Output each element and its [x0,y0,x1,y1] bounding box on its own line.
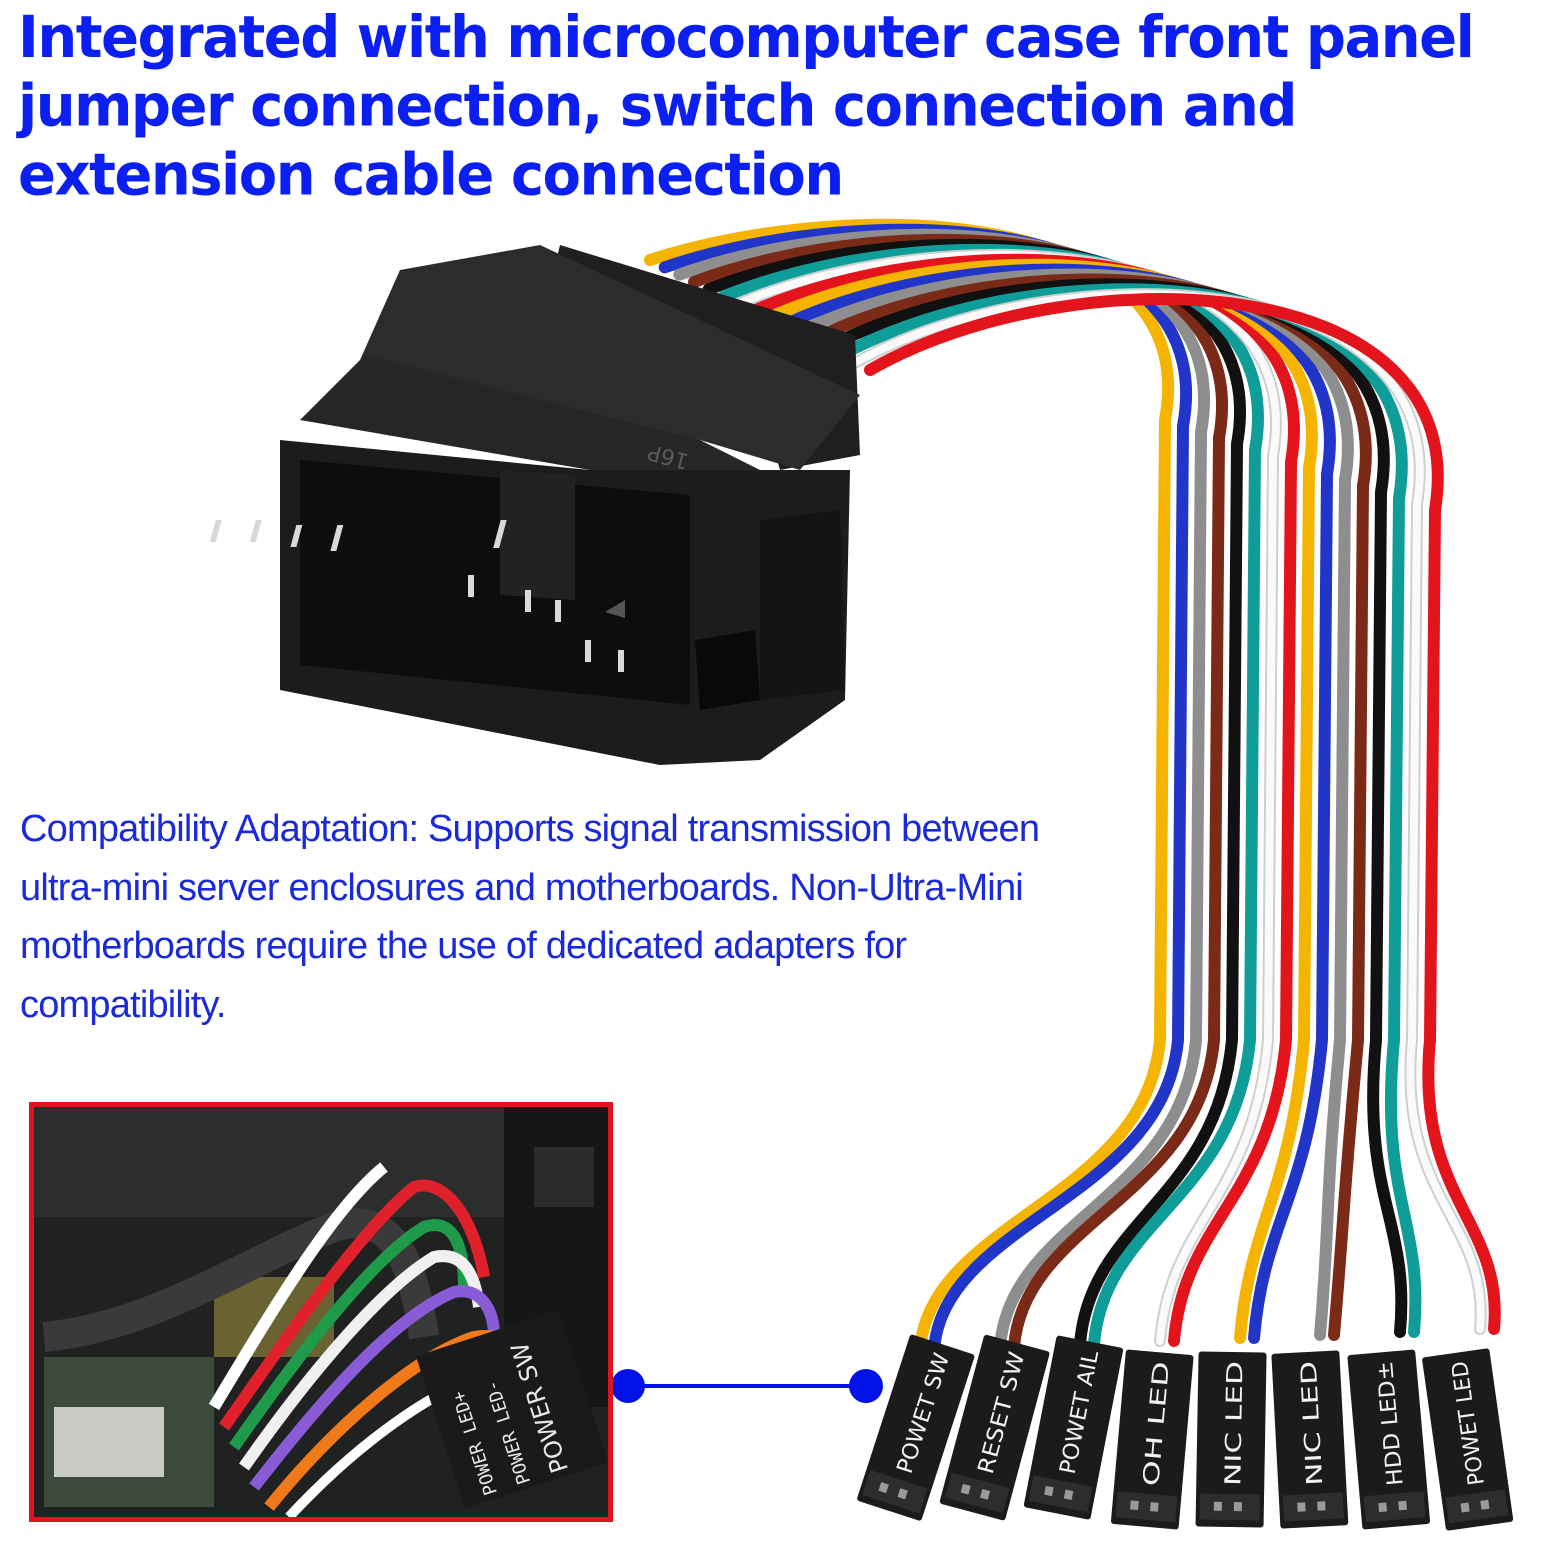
plug-pin-hole [1317,1501,1326,1511]
dupont-plug: NIC LED [1195,1351,1267,1528]
plug-pin-hole [1460,1502,1470,1513]
plug-housing [1271,1350,1349,1529]
wire-bundle [644,218,1501,1356]
dupont-plug: HDD LED± [1347,1349,1431,1530]
plug-socket-face [1363,1491,1426,1523]
plug-pin-hole [897,1488,908,1500]
wire [688,233,1228,1353]
wire [761,258,1318,1344]
plug-pin-hole [1149,1502,1159,1512]
callout-line [611,1369,883,1403]
plug-socket-face [944,1472,1010,1514]
plug-pin-hole [878,1482,889,1494]
plug-pin-hole [1378,1502,1388,1513]
motherboard-inset-photo: POWER LED+ POWER LED- POWER SW [29,1102,613,1522]
wire [717,243,1264,1350]
inset-scene: POWER LED+ POWER LED- POWER SW [34,1107,608,1517]
plug-pin-hole [980,1488,991,1500]
dupont-plug: NIC LED [1271,1350,1349,1529]
plug-pin-hole [1398,1500,1407,1511]
dupont-plug: POWET AIL [1023,1335,1124,1520]
wire [851,290,1485,1333]
headline: Integrated with microcomputer case front… [18,4,1475,209]
plug-pin-hole [1063,1489,1074,1501]
wire [658,223,1192,1356]
plug-housing [857,1334,975,1521]
plug-socket-face [1282,1492,1345,1522]
wire [702,238,1246,1350]
plug-housing [1422,1348,1514,1531]
plug-socket-face [1199,1493,1261,1521]
plug-socket-face [1028,1475,1093,1513]
wire [673,228,1210,1353]
plug-socket-face [862,1470,928,1514]
wire [790,268,1354,1341]
idc-connector: 16P [209,245,860,765]
wire [820,278,1408,1338]
plug-socket-face [1445,1489,1509,1524]
wire [746,253,1300,1347]
plug-pin-hole [960,1483,971,1495]
plug-housing [939,1334,1050,1521]
wire [805,273,1372,1341]
plug-pin-hole [1297,1502,1306,1512]
wire [734,250,1280,1345]
wire [864,293,1501,1335]
plug-housing [1110,1349,1194,1530]
wire [776,263,1336,1344]
plug-pin-hole [1480,1499,1490,1510]
dupont-plug: POWET SW [857,1334,975,1521]
plug-housing [1195,1351,1267,1528]
wire [834,283,1422,1338]
plug-housing [1347,1349,1431,1530]
plug-label: NIC LED [1221,1361,1248,1486]
description-text: Compatibility Adaptation: Supports signa… [20,808,1040,1026]
plug-pin-hole [1130,1500,1139,1511]
plug-pin-hole [1233,1502,1242,1512]
plug-housing [1023,1335,1124,1520]
dupont-plug: POWET LED [1422,1348,1514,1531]
dupont-plug: OH LED [1110,1349,1194,1530]
plug-socket-face [1115,1491,1178,1523]
dupont-plug: RESET SW [939,1334,1050,1521]
plug-pin-hole [1044,1485,1054,1497]
plug-pin-hole [1213,1501,1222,1511]
